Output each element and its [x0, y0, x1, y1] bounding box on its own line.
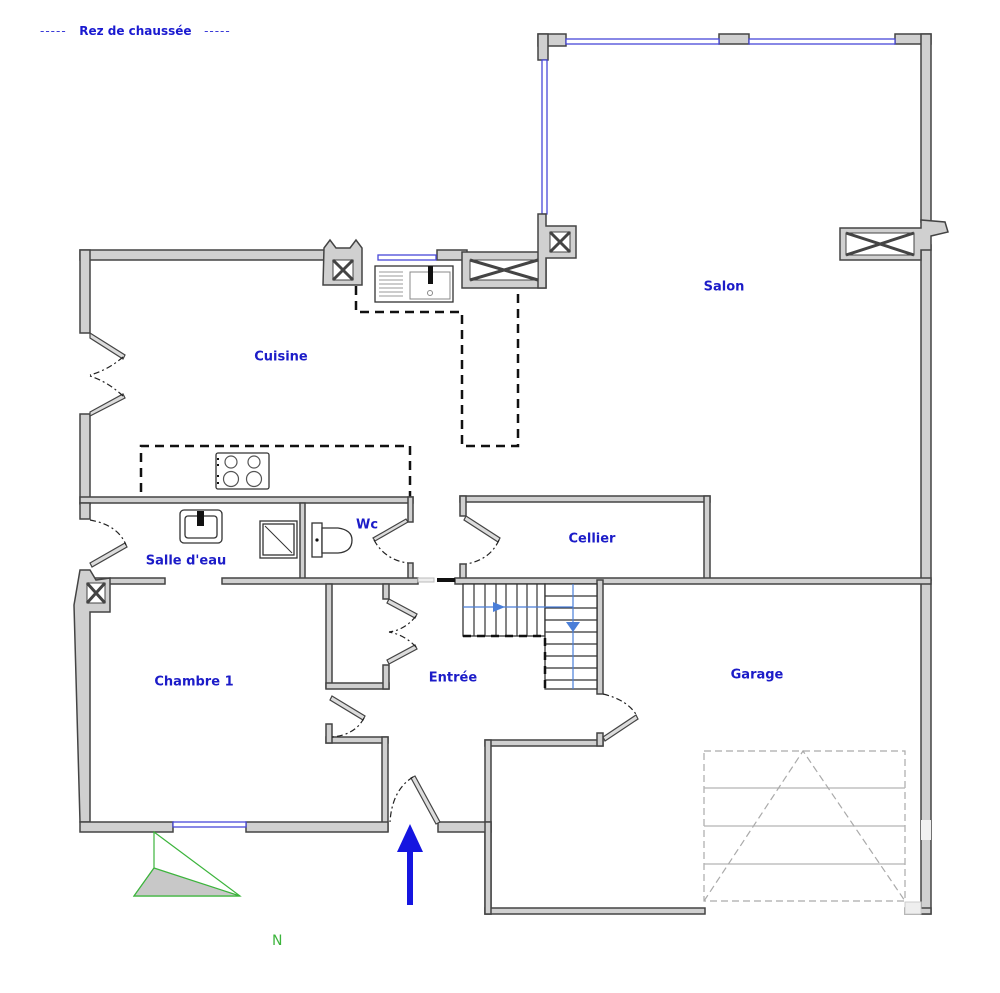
kitchen-counter-outline: [354, 286, 520, 448]
room-label-wc: Wc: [355, 517, 379, 533]
room-label-cellier: Cellier: [568, 531, 616, 547]
island-counter-outline: [139, 444, 412, 500]
closet-double-door: [386, 598, 418, 665]
garage-service-door: [602, 693, 639, 742]
cellier-door: [463, 515, 501, 565]
room-label-entree: Entrée: [428, 670, 478, 686]
floor-title: ----- Rez de chaussée -----: [40, 24, 231, 38]
cooktop-icon: [215, 452, 270, 490]
room-label-salon: Salon: [703, 279, 745, 295]
title-dash-left: -----: [40, 24, 67, 38]
washbasin-icon: [179, 509, 223, 544]
duct-x-icons: [331, 230, 915, 282]
kitchen-window: [377, 254, 437, 261]
salon-windows: [541, 38, 896, 215]
room-label-salle-deau: Salle d'eau: [145, 553, 227, 569]
compass-icon: [132, 830, 242, 897]
shower-icon: [259, 520, 298, 559]
salon-walls: [537, 33, 949, 915]
entrance-door: [389, 775, 441, 825]
room-label-chambre-1: Chambre 1: [154, 674, 234, 690]
room-label-garage: Garage: [730, 667, 784, 683]
kitchen-double-door: [89, 331, 126, 417]
entrance-arrow-icon: [397, 824, 423, 905]
title-dash-right: -----: [204, 24, 231, 38]
north-label: N: [272, 933, 283, 949]
staircase: [462, 583, 598, 690]
stair-arrow-down-icon: [566, 622, 580, 632]
bathroom-door: [89, 519, 128, 568]
threshold-black: [437, 578, 455, 582]
room-label-cuisine: Cuisine: [254, 349, 308, 365]
bedroom-window: [172, 821, 247, 828]
interior-walls: [79, 495, 932, 915]
floor-title-text: Rez de chaussée: [79, 24, 192, 38]
kitchen-sink-icon: [374, 265, 454, 303]
garage-main-door: [703, 749, 931, 915]
bedroom-walls: [73, 569, 492, 915]
bedroom-door: [329, 695, 366, 738]
stair-arrow-right-icon: [493, 602, 505, 612]
kitchen-walls: [79, 213, 577, 505]
toilet-icon: [311, 522, 353, 558]
threshold: [417, 577, 435, 583]
wc-door: [372, 518, 409, 564]
